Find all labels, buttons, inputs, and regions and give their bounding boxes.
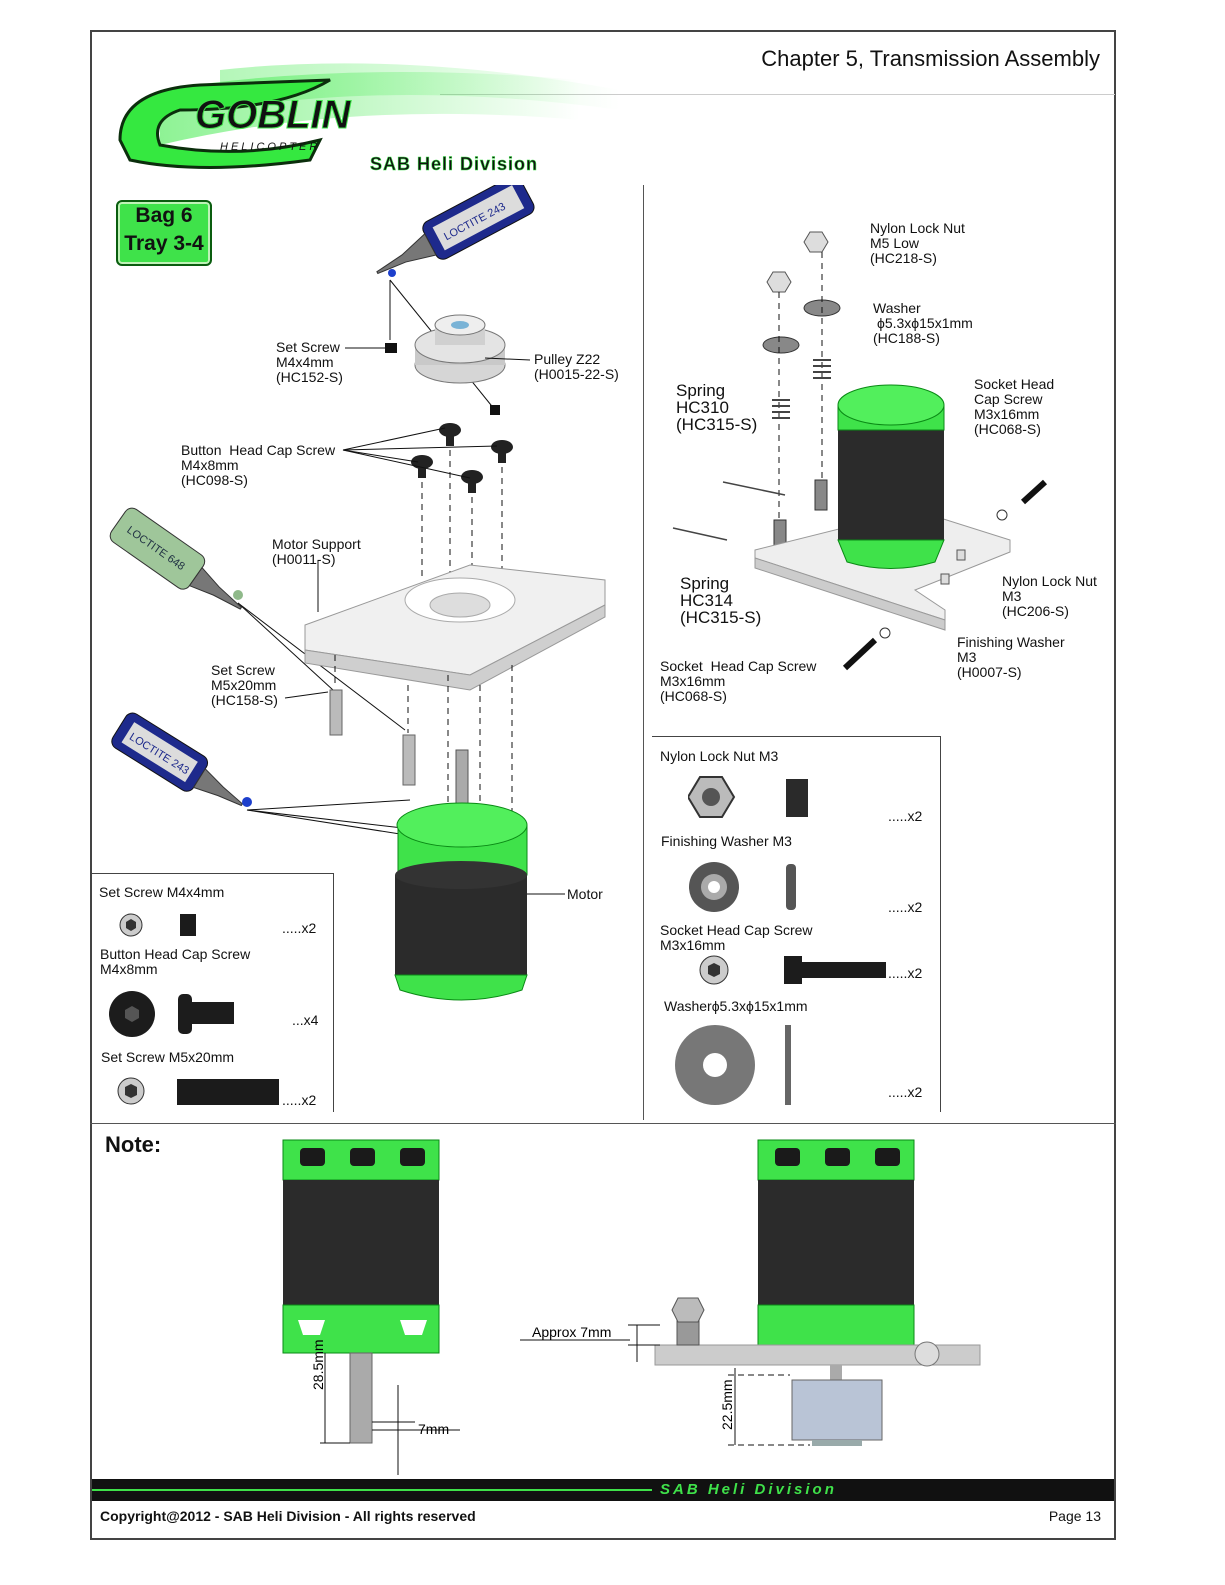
part-washer-name: Washerϕ5.3xϕ15x1mm	[664, 998, 808, 1014]
pulley-part	[414, 314, 506, 384]
finishing-washer-icons	[689, 862, 796, 912]
qty-set-screw-m4: .....x2	[282, 920, 317, 936]
label-pulley: Pulley Z22(H0015-22-S)	[534, 351, 619, 382]
set-screw-m5-icons	[117, 1077, 279, 1105]
motor-part	[394, 749, 528, 1001]
drop-icon	[388, 269, 396, 277]
part-nylon-m3-name: Nylon Lock Nut M3	[660, 748, 779, 764]
qty-washer: .....x2	[888, 1084, 923, 1100]
socket-screw-part	[842, 637, 878, 671]
note-diagrams: 28.5mm 7mm Approx 7mm 22.5mm	[282, 1139, 981, 1475]
motor-support-part	[304, 564, 606, 691]
drop-icon	[242, 797, 252, 807]
nylon-m3-icons	[688, 776, 808, 818]
dim-pulley-label: 22.5mm	[719, 1379, 735, 1430]
header-rule	[440, 94, 1115, 95]
note-motor-right	[654, 1139, 981, 1446]
spring-part	[772, 359, 831, 419]
nylon-lock-nut-m5	[766, 231, 829, 293]
qty-nylon-m3: .....x2	[888, 808, 923, 824]
page-frame	[90, 30, 1116, 1540]
page-number: Page 13	[1048, 1508, 1101, 1524]
column-divider	[643, 185, 644, 1120]
copyright-text: Copyright@2012 - SAB Heli Division - All…	[100, 1508, 476, 1524]
part-finishing-name: Finishing Washer M3	[661, 833, 792, 849]
division-text: SAB Heli Division	[370, 154, 538, 174]
logo-subtext: HELICOPTER	[220, 141, 320, 153]
tray-label: Tray 3-4	[124, 232, 204, 255]
loctite-bottle-top: LOCTITE 243	[376, 185, 535, 275]
right-exploded-diagram	[672, 231, 1048, 671]
dim-approx-label: Approx 7mm	[532, 1324, 611, 1340]
standoff-part	[329, 689, 343, 736]
note-motor-left	[282, 1139, 440, 1444]
button-head-icons	[109, 991, 234, 1037]
left-parts-box	[90, 873, 334, 1112]
set-screw-m4-icons	[119, 913, 196, 937]
socket-screw-icons	[699, 955, 886, 985]
qty-button-head: ...x4	[292, 1012, 319, 1028]
socket-screw-part	[1020, 479, 1048, 505]
left-exploded-diagram: LOCTITE 243 LOCTITE 648	[109, 185, 606, 1001]
set-screw-part-2	[490, 405, 500, 415]
washer-part	[762, 336, 800, 354]
label-motor: Motor	[567, 886, 603, 902]
qty-socket: .....x2	[888, 965, 923, 981]
note-divider	[90, 1123, 1116, 1124]
goblin-logo: GOBLIN HELICOPTER SAB Heli Division	[118, 63, 620, 174]
button-screws	[411, 423, 513, 493]
part-set-screw-m5-name: Set Screw M5x20mm	[101, 1049, 235, 1065]
bag-badge: Bag 6 Tray 3-4	[116, 200, 212, 266]
spring-314-part	[672, 481, 786, 541]
drop-icon	[233, 590, 243, 600]
note-title: Note:	[105, 1132, 162, 1157]
qty-finishing: .....x2	[888, 899, 923, 915]
dim-shaft-label: 28.5mm	[310, 1339, 326, 1390]
standoff-part	[402, 734, 416, 786]
set-screw-part	[385, 343, 397, 353]
qty-set-screw-m5: .....x2	[282, 1092, 317, 1108]
logo-wordmark: GOBLIN	[195, 93, 352, 137]
footer-stripe	[92, 1489, 652, 1491]
motor-part	[837, 384, 945, 569]
footer-division-text: SAB Heli Division	[660, 1481, 837, 1498]
bag-label: Bag 6	[135, 204, 193, 227]
right-parts-box	[652, 736, 941, 1112]
dim-end-label: 7mm	[418, 1421, 449, 1437]
label-motor-support: Motor Support(H0011-S)	[272, 536, 361, 567]
loctite-bottle-bottom: LOCTITE 243	[111, 712, 244, 807]
washer-icons	[675, 1025, 791, 1105]
chapter-title: Chapter 5, Transmission Assembly	[761, 46, 1100, 71]
part-set-screw-m4-name: Set Screw M4x4mm	[99, 884, 225, 900]
